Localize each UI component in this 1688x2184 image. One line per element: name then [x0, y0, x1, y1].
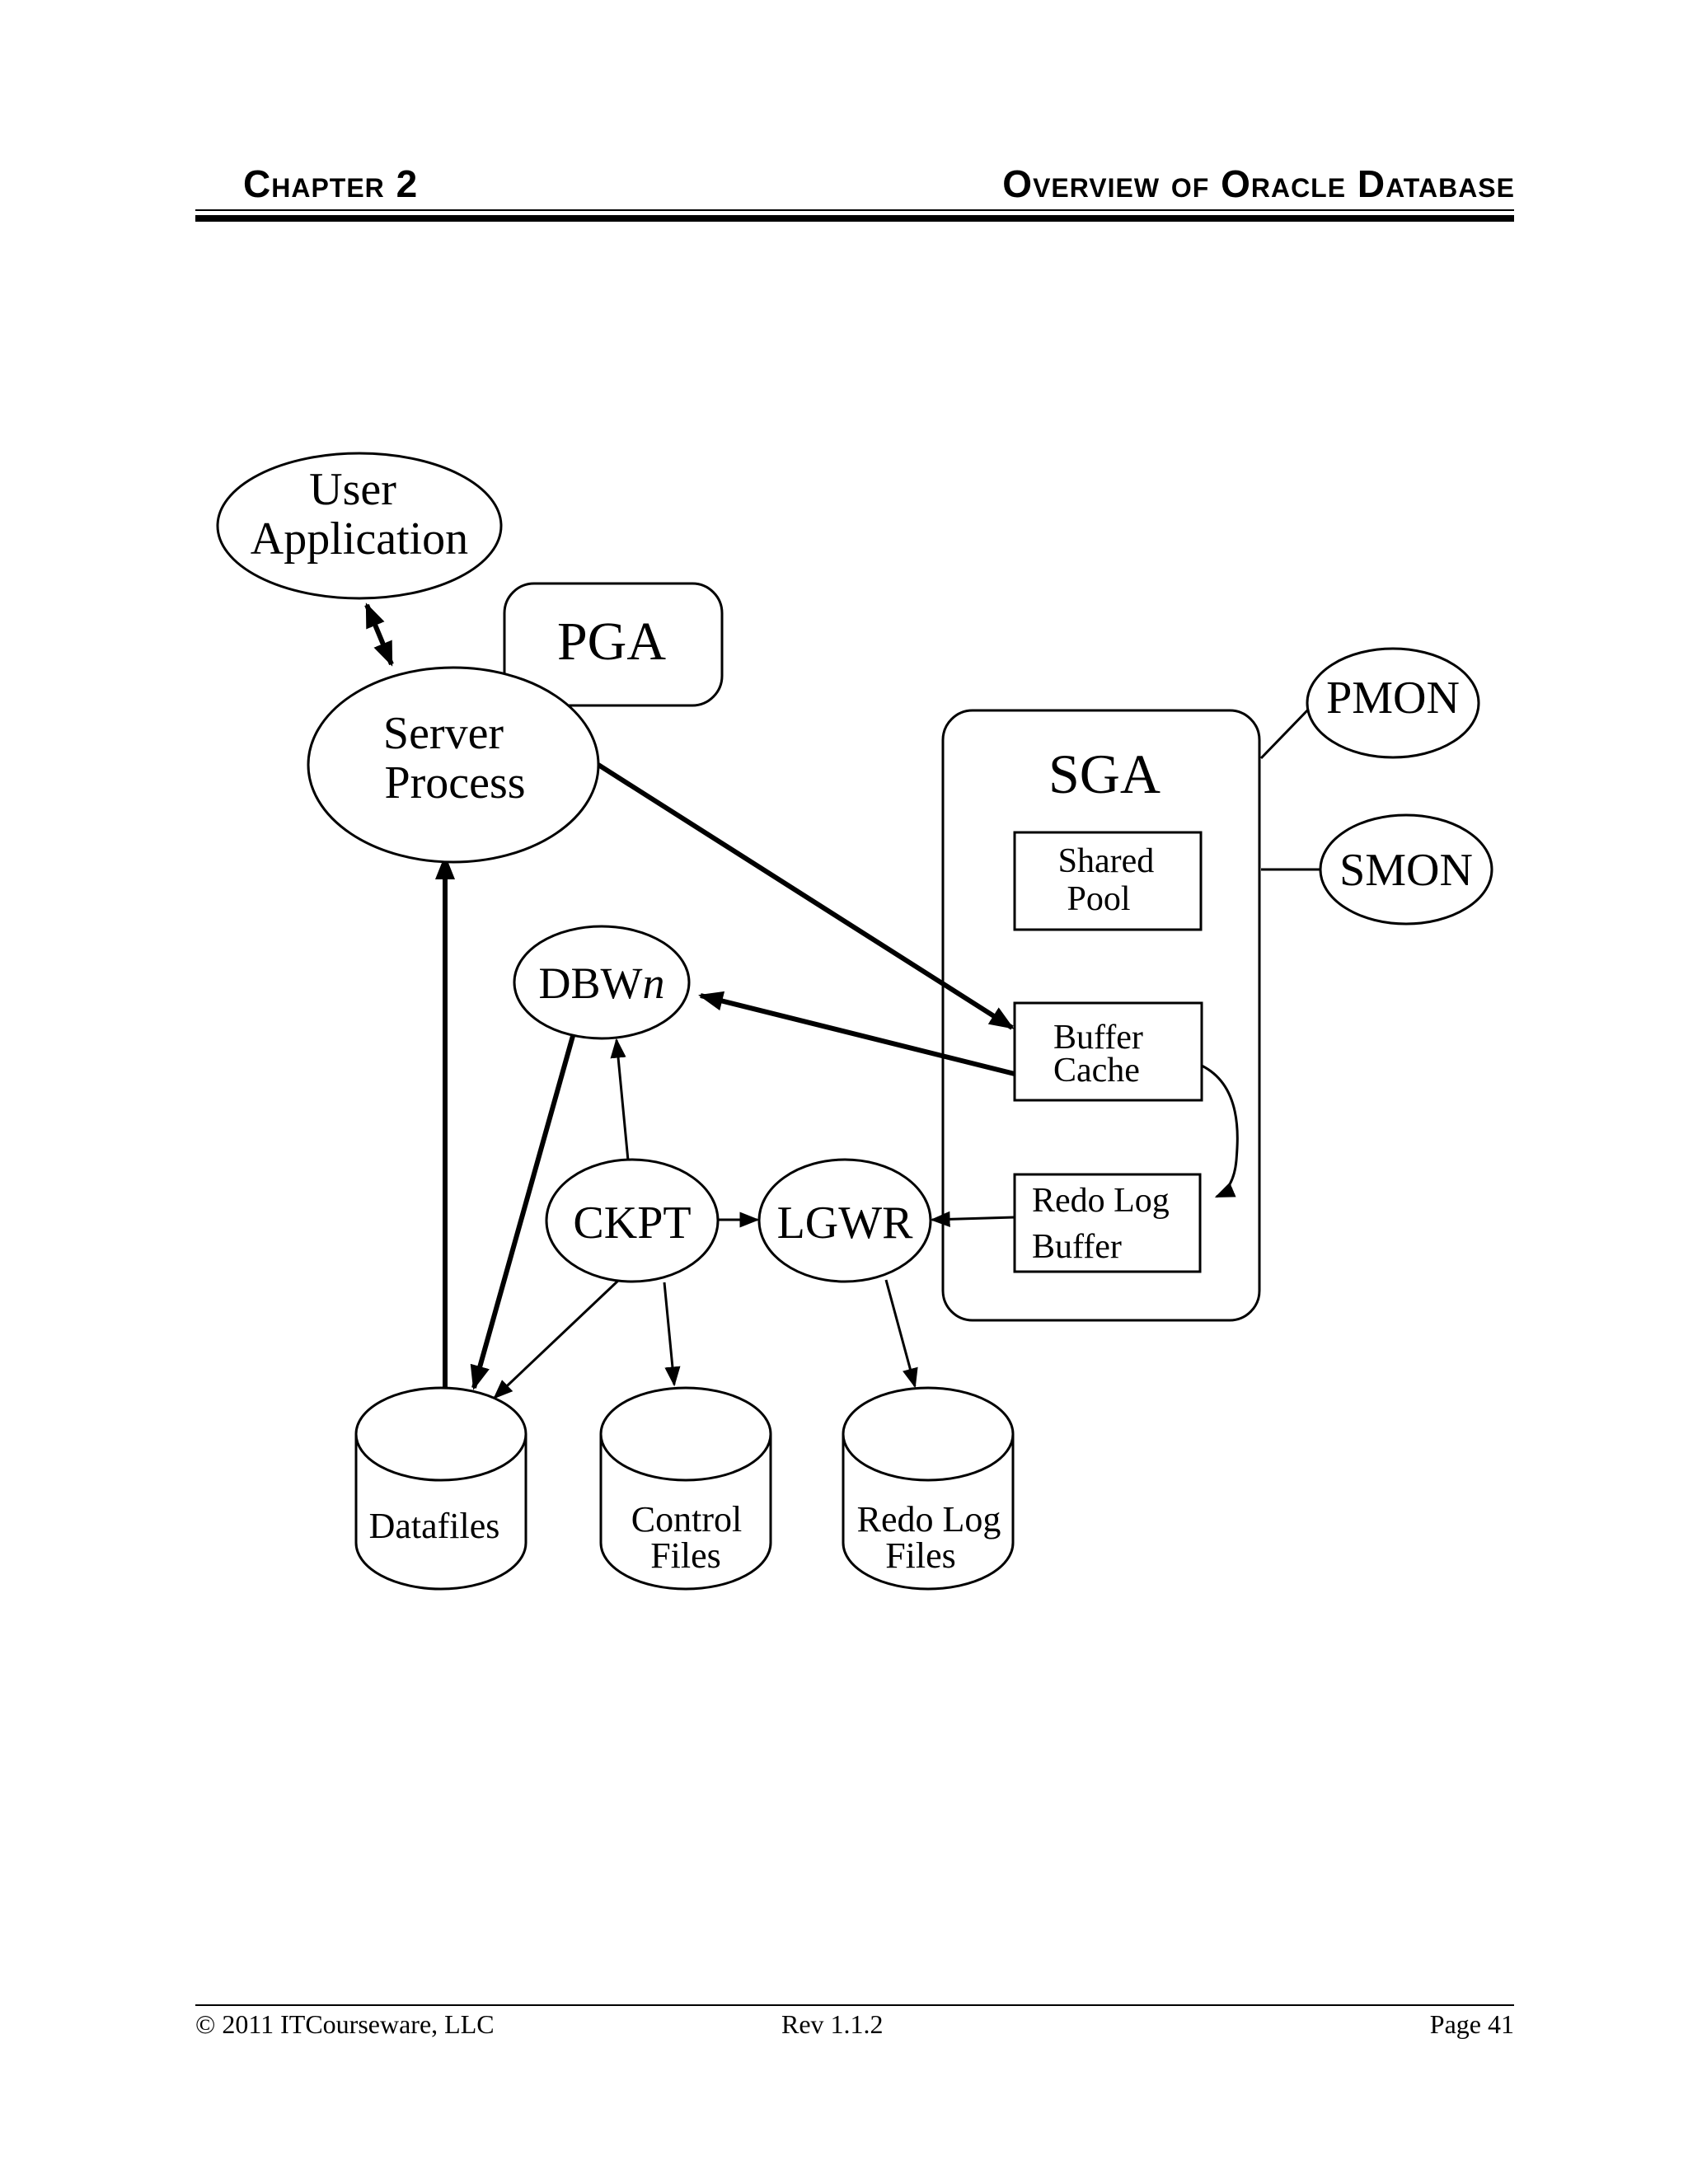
- redo-log-files-label-line2: Files: [885, 1535, 956, 1576]
- buffer-cache-label-line1: Buffer: [1053, 1019, 1143, 1057]
- pga-label: PGA: [557, 612, 666, 672]
- buffer-cache-label-line2: Cache: [1053, 1052, 1140, 1090]
- redo-log-buffer-box: Redo Log Buffer: [1013, 1173, 1202, 1273]
- pga-node: PGA: [503, 582, 724, 707]
- sga-label: SGA: [1048, 743, 1160, 805]
- arrow-buffer-cache-redo-buffer: [1201, 1064, 1239, 1198]
- footer-page-number: Page 41: [1429, 2009, 1514, 2039]
- footer-revision: Rev 1.1.2: [781, 2009, 884, 2039]
- server-process-label-line1: Server: [383, 708, 504, 759]
- arrow-redo-buffer-lgwr: [930, 1211, 1015, 1227]
- control-files-label-line1: Control: [631, 1499, 742, 1540]
- dbwn-node: DBWn: [513, 925, 691, 1040]
- smon-node: SMON: [1319, 813, 1493, 926]
- user-application-node: User Application: [216, 452, 503, 600]
- dbwn-label-prefix: DBW: [539, 958, 643, 1008]
- arrow-buffer-cache-dbwn: [698, 991, 1015, 1076]
- arrow-ckpt-datafiles: [493, 1277, 621, 1399]
- lgwr-node: LGWR: [757, 1158, 932, 1283]
- header-rule-thin: [195, 209, 1514, 211]
- arrow-ckpt-control-files: [663, 1282, 681, 1387]
- control-files-label-line2: Files: [650, 1535, 721, 1576]
- shared-pool-label-line2: Pool: [1067, 880, 1130, 918]
- user-application-label-line2: Application: [251, 513, 468, 565]
- redo-log-files-label-line1: Redo Log: [857, 1499, 1001, 1540]
- server-process-label-line2: Process: [384, 757, 525, 808]
- pmon-node: PMON: [1306, 647, 1480, 759]
- smon-label: SMON: [1339, 845, 1473, 896]
- lgwr-label: LGWR: [777, 1197, 914, 1249]
- shared-pool-label-line1: Shared: [1058, 842, 1155, 880]
- control-files-cylinder: Control Files: [599, 1386, 772, 1591]
- redo-log-files-cylinder: Redo Log Files: [842, 1386, 1015, 1591]
- user-application-label-line1: User: [309, 464, 396, 515]
- datafiles-label: Datafiles: [369, 1506, 500, 1546]
- line-sga-pmon: [1259, 705, 1312, 760]
- footer-rule: [195, 2004, 1514, 2006]
- datafiles-cylinder: Datafiles: [354, 1386, 528, 1591]
- pmon-label: PMON: [1326, 673, 1460, 724]
- dbwn-label: DBWn: [539, 958, 665, 1008]
- ckpt-label: CKPT: [573, 1197, 691, 1249]
- arrow-dbwn-datafiles: [470, 1035, 575, 1390]
- shared-pool-box: Shared Pool: [1013, 831, 1203, 931]
- chapter-title: Overview of Oracle Database: [1002, 162, 1515, 205]
- arrow-ckpt-dbwn: [610, 1038, 630, 1161]
- server-process-node: Server Process: [307, 666, 600, 864]
- arrow-user-server: [364, 602, 394, 667]
- header-rule-thick: [195, 215, 1514, 222]
- ckpt-node: CKPT: [545, 1158, 720, 1283]
- chapter-label: Chapter 2: [243, 162, 419, 205]
- footer-copyright: © 2011 ITCourseware, LLC: [195, 2009, 495, 2039]
- redo-log-buffer-label-line2: Buffer: [1032, 1228, 1122, 1266]
- dbwn-label-suffix: n: [642, 958, 664, 1008]
- sga-container: SGA: [941, 709, 1261, 1322]
- redo-log-buffer-label-line1: Redo Log: [1032, 1182, 1170, 1220]
- arrow-lgwr-redo-log-files: [884, 1279, 918, 1389]
- buffer-cache-box: Buffer Cache: [1013, 1001, 1203, 1102]
